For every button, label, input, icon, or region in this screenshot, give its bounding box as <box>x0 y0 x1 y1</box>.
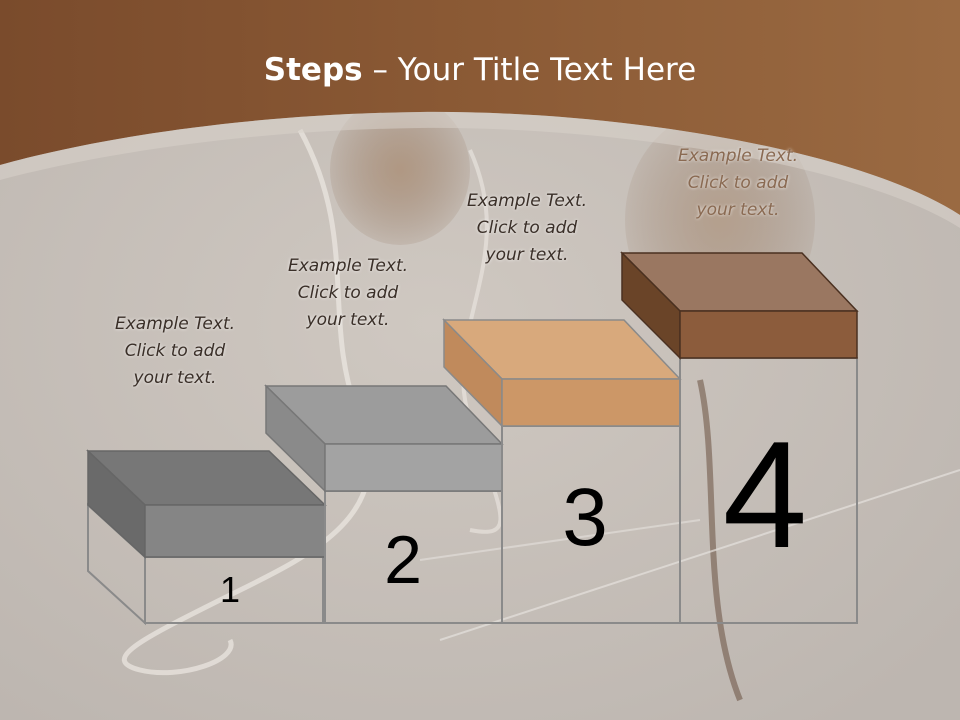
text-line: your text. <box>306 310 390 330</box>
header-highlight <box>0 111 960 228</box>
step-1-front <box>144 504 326 558</box>
wire-shape <box>461 149 503 534</box>
light-streak <box>439 469 960 641</box>
text-line: your text. <box>485 245 569 265</box>
step-4-front <box>679 310 858 359</box>
text-line: your text. <box>133 368 217 388</box>
text-line: Click to add <box>687 173 789 193</box>
text-line: Example Text. <box>287 256 409 276</box>
text-line: Example Text. <box>466 191 588 211</box>
step-4-number: 4 <box>722 410 808 580</box>
step-2-front <box>324 443 503 492</box>
text-line: Click to add <box>124 341 226 361</box>
header-band <box>0 0 960 215</box>
text-line: Click to add <box>476 218 578 238</box>
text-line: Example Text. <box>677 146 799 166</box>
step-1-text[interactable]: Example Text. Click to add your text. <box>90 311 260 392</box>
step-1-number: 1 <box>219 569 241 610</box>
title-bold: Steps <box>263 52 363 88</box>
step-3-text[interactable]: Example Text. Click to add your text. <box>442 188 612 269</box>
step-3-front <box>501 378 681 427</box>
step-2-text[interactable]: Example Text. Click to add your text. <box>263 253 433 334</box>
step-1-block[interactable] <box>86 449 327 626</box>
text-line: Click to add <box>297 283 399 303</box>
step-4-block[interactable] <box>620 251 859 624</box>
step-3-number: 3 <box>562 472 608 563</box>
wire-shape <box>121 128 372 676</box>
slide-title[interactable]: Steps – Your Title Text Here <box>0 52 960 88</box>
step-2-number: 2 <box>384 522 422 598</box>
title-rest: – Your Title Text Here <box>362 52 697 88</box>
step-4-text[interactable]: Example Text. Click to add your text. <box>653 143 823 224</box>
wire-shape <box>697 379 743 702</box>
text-line: your text. <box>696 200 780 220</box>
light-streak <box>419 519 701 561</box>
text-line: Example Text. <box>114 314 236 334</box>
cork-shape <box>330 95 470 245</box>
